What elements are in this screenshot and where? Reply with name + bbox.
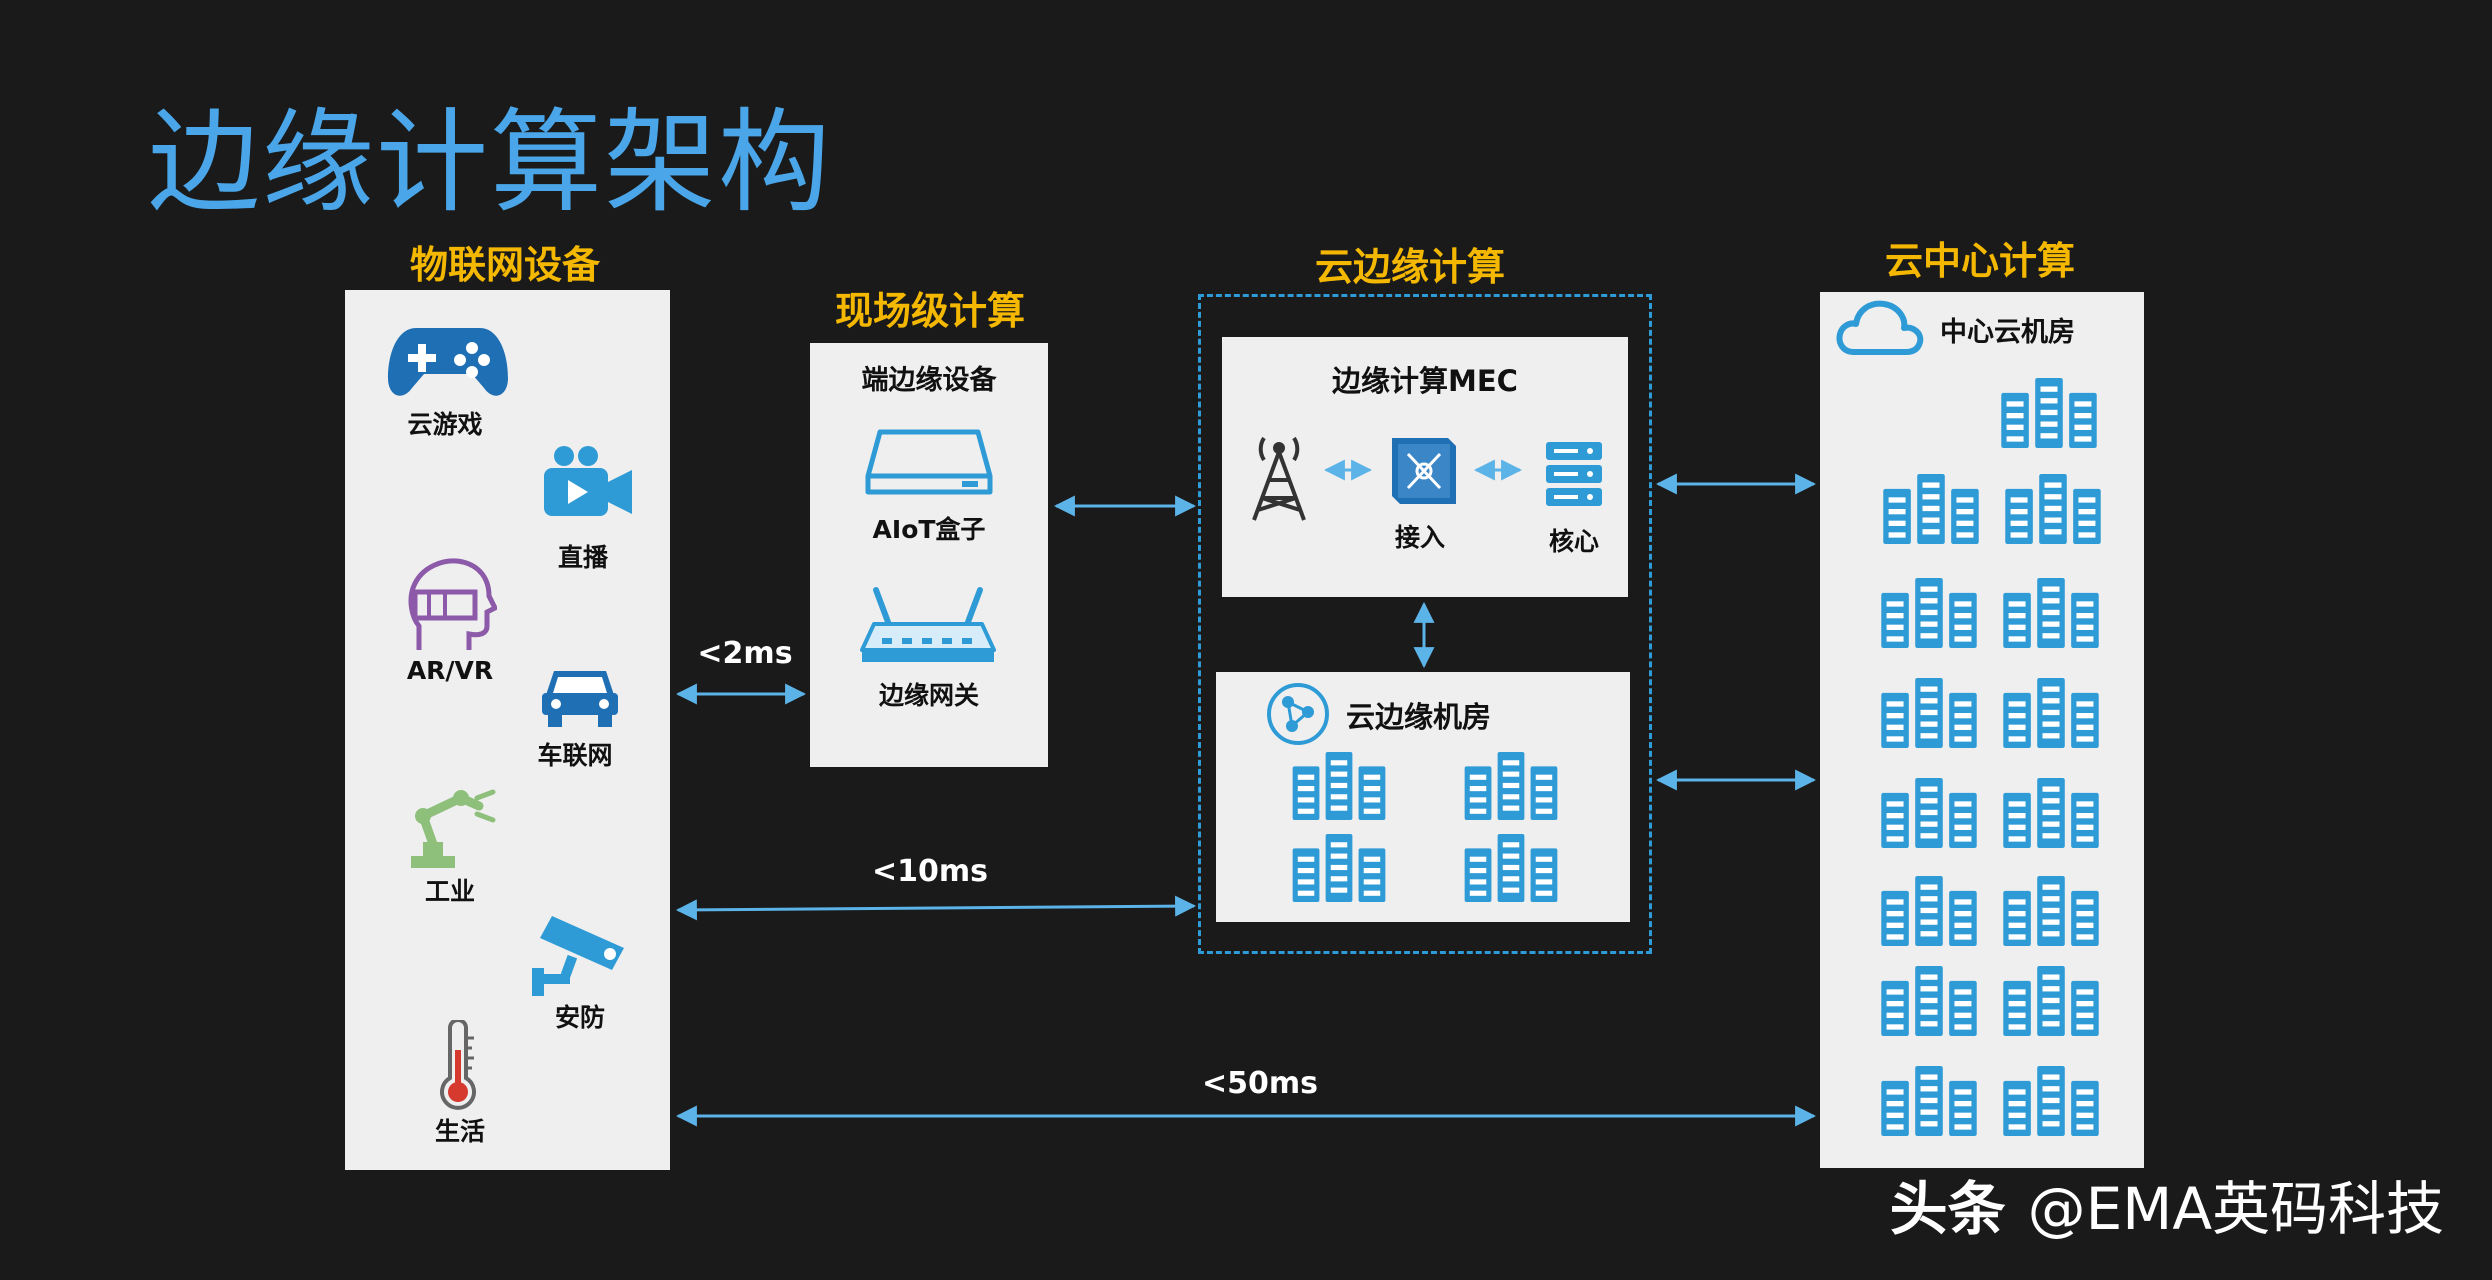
heading-cloud-center: 云中心计算 bbox=[1884, 239, 2075, 283]
iot-device-panel bbox=[345, 290, 670, 1170]
vr-headset-icon bbox=[408, 558, 497, 650]
center-server-rack-icon bbox=[1880, 1066, 1978, 1136]
device-label-live: 直播 bbox=[557, 543, 608, 572]
car-icon bbox=[542, 671, 618, 727]
mec-access-label: 接入 bbox=[1394, 523, 1445, 552]
center-room-title: 中心云机房 bbox=[1940, 317, 2075, 348]
center-server-rack-icon bbox=[2002, 778, 2100, 848]
access-switch-icon bbox=[1392, 438, 1456, 504]
device-label-iov: 车联网 bbox=[537, 741, 613, 770]
center-server-rack-icon bbox=[1880, 778, 1978, 848]
field-panel-title: 端边缘设备 bbox=[861, 365, 997, 396]
center-server-rack-icon bbox=[2002, 1066, 2100, 1136]
device-label-security: 安防 bbox=[554, 1003, 605, 1032]
thermometer-icon bbox=[440, 1020, 476, 1110]
edge-server-rack-icon bbox=[1464, 752, 1558, 820]
center-server-rack-icon bbox=[2002, 966, 2100, 1036]
page-title: 边缘计算架构 bbox=[148, 98, 832, 228]
arrow-iot-cloud-edge bbox=[675, 895, 1197, 921]
edge-room-panel bbox=[1216, 672, 1630, 922]
aiot-box-icon bbox=[865, 429, 993, 495]
center-server-rack-icon bbox=[2002, 678, 2100, 748]
heading-cloud-edge: 云边缘计算 bbox=[1314, 245, 1505, 289]
center-server-rack-icon bbox=[2002, 578, 2100, 648]
heading-field: 现场级计算 bbox=[834, 289, 1025, 333]
edge-room-title: 云边缘机房 bbox=[1346, 700, 1492, 734]
heading-iot: 物联网设备 bbox=[409, 243, 600, 287]
edge-server-rack-icon bbox=[1292, 752, 1386, 820]
center-server-rack-icon bbox=[1880, 578, 1978, 648]
watermark: 头条 @EMA英码科技 bbox=[1890, 1162, 2444, 1246]
device-label-life: 生活 bbox=[434, 1117, 485, 1146]
latency-label-2ms: <2ms bbox=[697, 636, 793, 671]
cloud-edge-region bbox=[1198, 294, 1652, 954]
watermark-handle: @EMA英码科技 bbox=[2027, 1175, 2444, 1243]
center-server-rack-icon bbox=[1882, 474, 1980, 544]
mec-title: 边缘计算MEC bbox=[1332, 364, 1518, 398]
core-server-icon bbox=[1546, 442, 1602, 506]
device-label-cloud-game: 云游戏 bbox=[407, 410, 483, 439]
field-item-edge-gateway: 边缘网关 bbox=[878, 681, 979, 710]
latency-label-10ms: <10ms bbox=[871, 854, 988, 889]
center-server-rack-icon bbox=[2002, 876, 2100, 946]
robot-arm-icon bbox=[411, 789, 496, 868]
gamepad-icon bbox=[388, 328, 508, 396]
center-server-rack-icon bbox=[1880, 678, 1978, 748]
video-camera-icon bbox=[544, 446, 632, 516]
cloud-icon bbox=[1836, 300, 1924, 355]
latency-label-50ms: <50ms bbox=[1201, 1066, 1318, 1101]
watermark-brand: 头条 bbox=[1889, 1175, 2006, 1243]
center-server-rack-icon bbox=[1880, 966, 1978, 1036]
center-server-rack-icon bbox=[1880, 876, 1978, 946]
core-arrow-icon bbox=[1473, 459, 1523, 481]
center-server-rack-icon bbox=[2000, 378, 2098, 448]
edge-gateway-icon bbox=[860, 587, 996, 662]
cell-tower-icon bbox=[1252, 436, 1306, 521]
security-camera-icon bbox=[532, 916, 624, 996]
mec-core-label: 核心 bbox=[1548, 527, 1599, 556]
center-server-rack-icon bbox=[2004, 474, 2102, 544]
device-label-arvr: AR/VR bbox=[406, 656, 494, 685]
edge-network-icon bbox=[1267, 683, 1329, 745]
edge-server-rack-icon bbox=[1464, 834, 1558, 902]
field-item-aiot-box: AIoT盒子 bbox=[872, 515, 986, 544]
access-arrow-icon bbox=[1323, 459, 1373, 481]
field-device-panel bbox=[810, 343, 1048, 767]
device-label-industry: 工业 bbox=[424, 877, 475, 906]
edge-server-rack-icon bbox=[1292, 834, 1386, 902]
